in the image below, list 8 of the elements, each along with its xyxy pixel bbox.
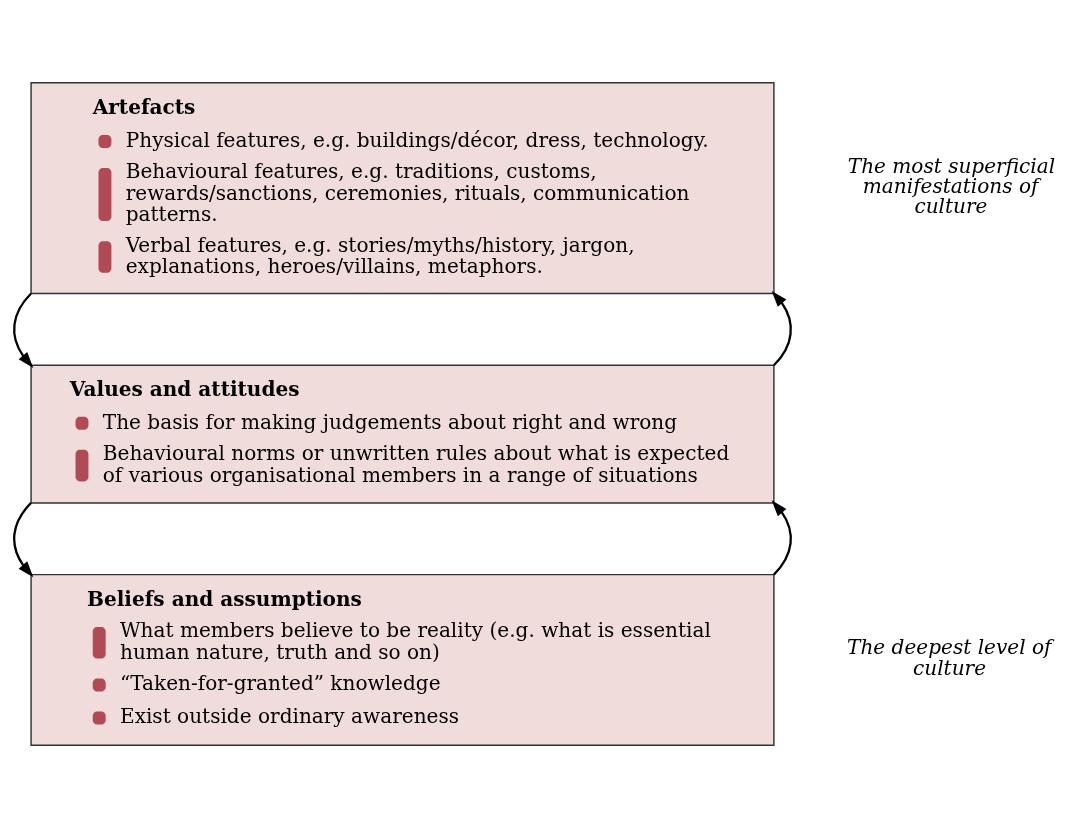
arrow: [13, 292, 34, 368]
node-label: The most superficial manifestations of culture: [847, 153, 1056, 218]
node-box: Artefacts Physical features, e.g. buildings/décor, dress, technology. Behavioural features, e.g. traditions, customs, rewards/sanctions, ceremonies, rituals, communication patterns. Verbal features, e.g. stories/myths/history, jargon, explanations, heroes/villains, metaphors.: [30, 82, 775, 295]
node-box: Beliefs and assumptions What members believe to be reality (e.g. what is essential human nature, truth and so on) “Taken-for-granted” knowledge Exist outside ordinary awareness: [30, 573, 775, 746]
arrow: [771, 500, 792, 576]
arrow: [13, 502, 34, 578]
node-box: Values and attitudes The basis for making judgements about right and wrong Behavioural norms or unwritten rules about what is expected of various organisational members in a range of situations: [30, 364, 775, 504]
arrow: [771, 290, 792, 366]
